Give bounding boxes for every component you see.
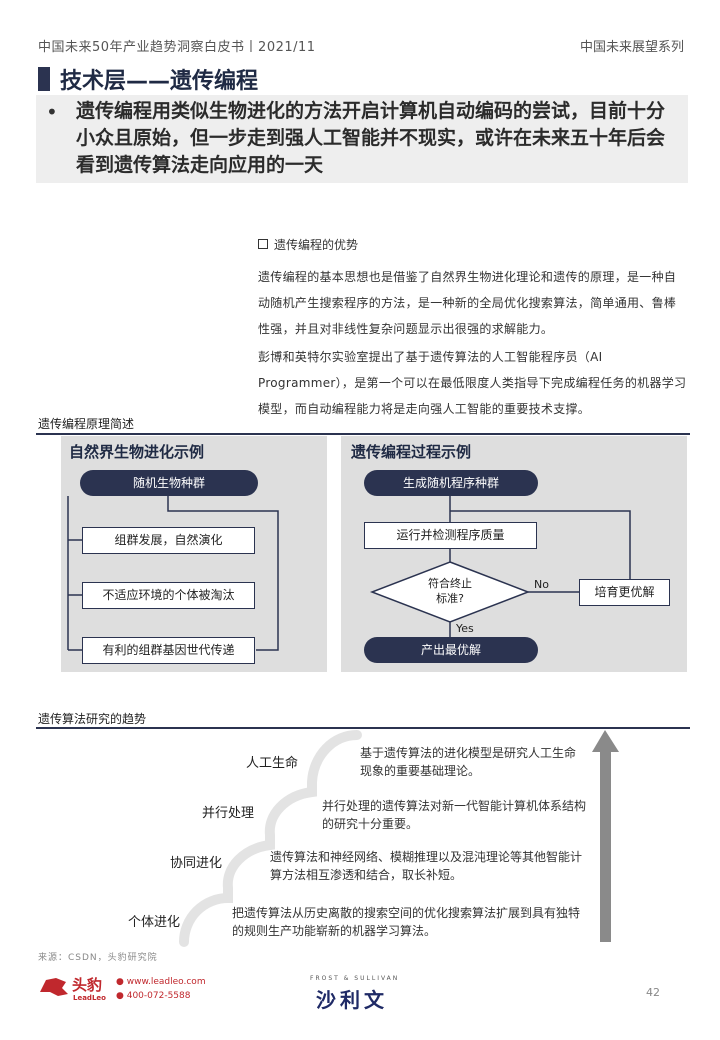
decision-label: 符合终止 标准? — [410, 576, 490, 606]
decision-line-2: 标准? — [436, 592, 464, 605]
generate-population-pill: 生成随机程序种群 — [364, 470, 538, 496]
trend-arrow-shaft — [600, 752, 611, 942]
page-number: 42 — [646, 986, 660, 999]
level-artificial-life-text: 基于遗传算法的进化模型是研究人工生命现象的重要基础理论。 — [360, 746, 577, 778]
phone-text: ● 400-072-5588 — [116, 991, 191, 1001]
optimal-output-pill: 产出最优解 — [364, 637, 538, 663]
run-and-test-box: 运行并检测程序质量 — [364, 522, 537, 549]
phone: 400-072-5588 — [126, 991, 191, 1001]
bullet-mark: • — [46, 100, 58, 124]
website-text: ● www.leadleo.com — [116, 977, 206, 987]
source-note: 来源：CSDN，头豹研究院 — [38, 953, 158, 963]
checkbox-icon — [258, 239, 268, 249]
advantages-paragraph-2: 彭博和英特尔实验室提出了基于遗传算法的人工智能程序员（AI Programmer… — [258, 350, 687, 416]
frost-sullivan-logo: FROST & SULLIVAN — [310, 975, 400, 982]
trend-label: 遗传算法研究的趋势 — [38, 712, 147, 726]
level-coevolution: 协同进化 — [169, 856, 222, 871]
series-name: 中国未来展望系列 — [579, 40, 684, 55]
random-population-pill: 随机生物种群 — [80, 470, 258, 496]
website[interactable]: www.leadleo.com — [126, 977, 206, 987]
shawen-logo: 沙利文 — [316, 988, 388, 1012]
leadleo-en: LeadLeo — [73, 994, 106, 1002]
title-marker — [38, 67, 50, 91]
decision-line-1: 符合终止 — [428, 577, 472, 590]
level-parallel: 并行处理 — [201, 806, 254, 821]
principle-label: 遗传编程原理简述 — [38, 417, 135, 431]
level-coevolution-text: 遗传算法和神经网络、模糊推理以及混沌理论等其他智能计算方法相互渗透和结合，取长补… — [270, 850, 583, 882]
trend-rule — [36, 727, 690, 729]
advantages-heading-text: 遗传编程的优势 — [274, 238, 359, 252]
level-individual-text: 把遗传算法从历史离散的搜索空间的优化搜索算法扩展到具有独特的规则生产功能崭新的机… — [232, 906, 581, 938]
summary-banner — [36, 95, 688, 183]
principle-rule — [36, 433, 690, 435]
report-title: 中国未来50年产业趋势洞察白皮书丨2021/11 — [38, 40, 316, 55]
elimination-box: 不适应环境的个体被淘汰 — [82, 582, 255, 609]
no-label: No — [534, 578, 549, 591]
level-parallel-text: 并行处理的遗传算法对新一代智能计算机体系结构的研究十分重要。 — [322, 799, 587, 831]
evolution-box: 组群发展，自然演化 — [82, 527, 255, 554]
advantages-paragraph-1: 遗传编程的基本思想也是借鉴了自然界生物进化理论和遗传的原理，是一种自动随机产生搜… — [258, 270, 677, 336]
gp-panel-title: 遗传编程过程示例 — [351, 443, 472, 461]
globe-icon: ● — [116, 977, 124, 987]
level-individual: 个体进化 — [127, 915, 180, 930]
advantages-heading: 遗传编程的优势 — [258, 236, 358, 253]
page-title: 技术层——遗传编程 — [60, 69, 259, 94]
nature-panel-title: 自然界生物进化示例 — [69, 443, 205, 461]
leadleo-logo-icon — [36, 974, 72, 1000]
leadleo-cn: 头豹 — [72, 976, 103, 994]
inheritance-box: 有利的组群基因世代传递 — [82, 637, 255, 664]
summary-text: 遗传编程用类似生物进化的方法开启计算机自动编码的尝试，目前十分小众且原始，但一步… — [76, 100, 666, 176]
yes-label: Yes — [456, 622, 474, 635]
breed-better-box: 培育更优解 — [579, 579, 670, 606]
trend-arrow-head — [592, 730, 619, 752]
level-artificial-life: 人工生命 — [245, 756, 298, 771]
phone-icon: ● — [116, 991, 124, 1001]
